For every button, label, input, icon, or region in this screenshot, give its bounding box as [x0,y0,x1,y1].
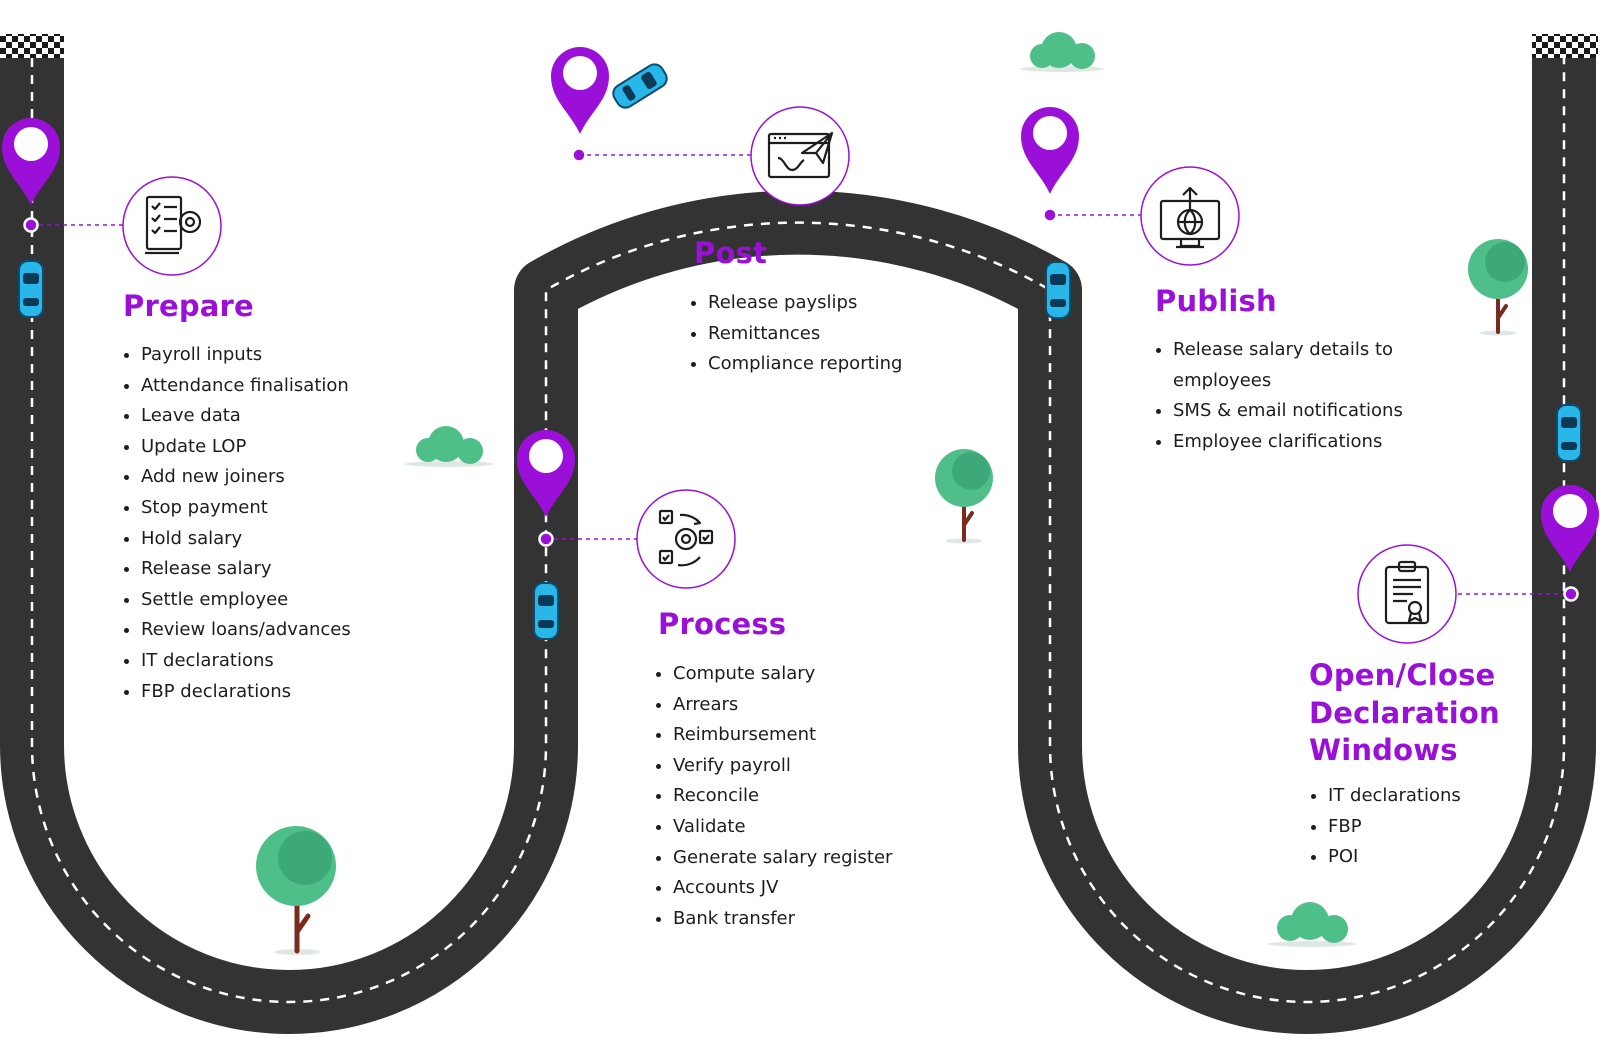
browser-paper-plane-icon [750,106,850,206]
list-item: Arrears [655,690,892,721]
list-item: Update LOP [123,432,351,463]
list-item: Release payslips [690,288,902,319]
bush-icon [1268,902,1356,947]
stage-dots [23,147,1579,602]
cycle-gear-checkbox-icon [636,489,736,589]
list-item: Reimbursement [655,720,892,751]
tree-icon [1468,239,1528,336]
list-item: Review loans/advances [123,615,351,646]
checkered-flag-icon [0,34,64,58]
list-item: Remittances [690,319,902,350]
bush-icon [1020,32,1104,72]
list-item: Compliance reporting [690,349,902,380]
list-item: IT declarations [1310,781,1461,812]
checklist-gear-icon [122,176,222,276]
monitor-globe-upload-icon [1140,166,1240,266]
stage-list-post: Release payslips Remittances Compliance … [690,288,902,380]
stage-list-publish: Release salary details to employees SMS … [1155,335,1410,457]
stage-title-prepare: Prepare [123,289,254,323]
list-item: Settle employee [123,585,351,616]
stage-title-declaration: Open/Close Declaration Windows [1309,658,1500,767]
list-item: Accounts JV [655,873,892,904]
list-item: Hold salary [123,524,351,555]
list-item: Validate [655,812,892,843]
stage-list-process: Compute salary Arrears Reimbursement Ver… [655,659,892,934]
location-pin-icon [551,47,609,134]
tree-icon [935,449,993,544]
list-item: Verify payroll [655,751,892,782]
list-item: Release salary details to employees [1155,335,1410,396]
car-icon [18,260,44,318]
list-item: FBP declarations [123,677,351,708]
list-item: Add new joiners [123,462,351,493]
stage-list-declaration: IT declarations FBP POI [1310,781,1461,873]
road-center-line [30,58,1566,1004]
location-pin-icon [2,118,60,205]
road [0,58,1596,1034]
car-icon [612,63,668,109]
list-item: Employee clarifications [1155,427,1410,458]
location-pin-icon [1021,107,1079,194]
car-icon [1556,404,1582,462]
list-item: Attendance finalisation [123,371,351,402]
car-icon [533,582,559,640]
stage-title-publish: Publish [1155,284,1277,318]
location-pin-icon [1541,485,1599,572]
bush-icon [405,426,493,467]
car-icon [1045,261,1071,319]
list-item: Reconcile [655,781,892,812]
list-item: Compute salary [655,659,892,690]
list-item: IT declarations [123,646,351,677]
tree-icon [256,826,336,955]
list-item: POI [1310,842,1461,873]
stage-title-post: Post [694,236,768,270]
clipboard-certificate-icon [1357,544,1457,644]
list-item: Generate salary register [655,843,892,874]
list-item: Stop payment [123,493,351,524]
stage-list-prepare: Payroll inputs Attendance finalisation L… [123,340,351,707]
stage-title-process: Process [658,607,787,641]
location-pin-icon [517,430,575,517]
checkered-flag-icon [1532,34,1598,58]
list-item: Release salary [123,554,351,585]
list-item: Leave data [123,401,351,432]
list-item: FBP [1310,812,1461,843]
list-item: Payroll inputs [123,340,351,371]
list-item: SMS & email notifications [1155,396,1410,427]
list-item: Bank transfer [655,904,892,935]
stage-connectors [31,154,1571,595]
